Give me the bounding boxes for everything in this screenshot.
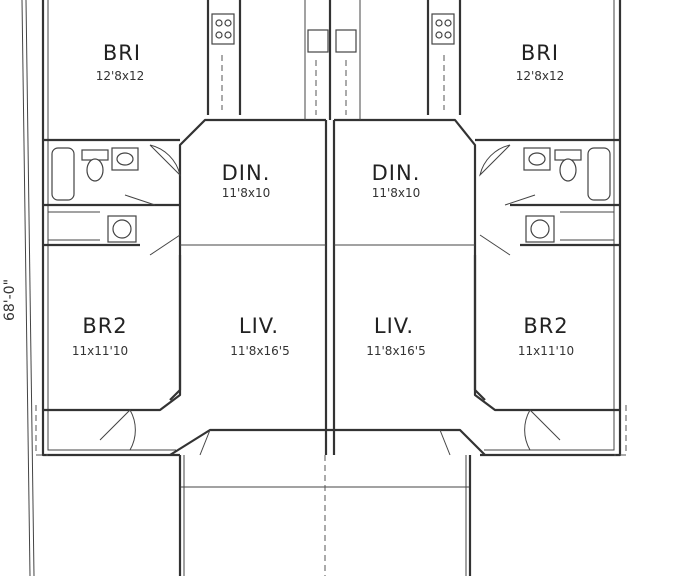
room-dims-br2-right: 11x11'10 — [518, 344, 574, 358]
room-dims-br1-right: 12'8x12 — [516, 69, 565, 83]
bath-fixtures-left — [51, 147, 139, 243]
deck-outlines — [35, 405, 627, 456]
room-dims-liv-right: 11'8x16'5 — [366, 344, 426, 358]
interior-walls-right-unit — [334, 0, 620, 412]
exterior-walls — [41, 0, 622, 576]
room-label-br2-left: BR2 — [82, 314, 127, 338]
interior-walls-left-unit — [43, 0, 326, 412]
overall-dimension-label: 68'-0" — [2, 279, 18, 321]
room-label-br1-right: BRI — [521, 41, 559, 65]
door-swings — [99, 144, 561, 456]
room-dims-br2-left: 11x11'10 — [72, 344, 128, 358]
room-dims-br1-left: 12'8x12 — [96, 69, 145, 83]
room-dims-din-right: 11'8x10 — [372, 186, 421, 200]
room-label-liv-left: LIV. — [239, 314, 279, 338]
room-label-din-left: DIN. — [222, 161, 271, 185]
room-dims-liv-left: 11'8x16'5 — [230, 344, 290, 358]
room-dims-din-left: 11'8x10 — [222, 186, 271, 200]
room-label-liv-right: LIV. — [374, 314, 414, 338]
party-wall — [324, 0, 336, 455]
room-label-br1-left: BRI — [103, 41, 141, 65]
room-label-br2-right: BR2 — [523, 314, 568, 338]
kitchen-fixtures — [211, 13, 455, 115]
room-label-din-right: DIN. — [372, 161, 421, 185]
bath-fixtures-right — [523, 147, 611, 243]
overall-dimension-line — [21, 0, 35, 576]
